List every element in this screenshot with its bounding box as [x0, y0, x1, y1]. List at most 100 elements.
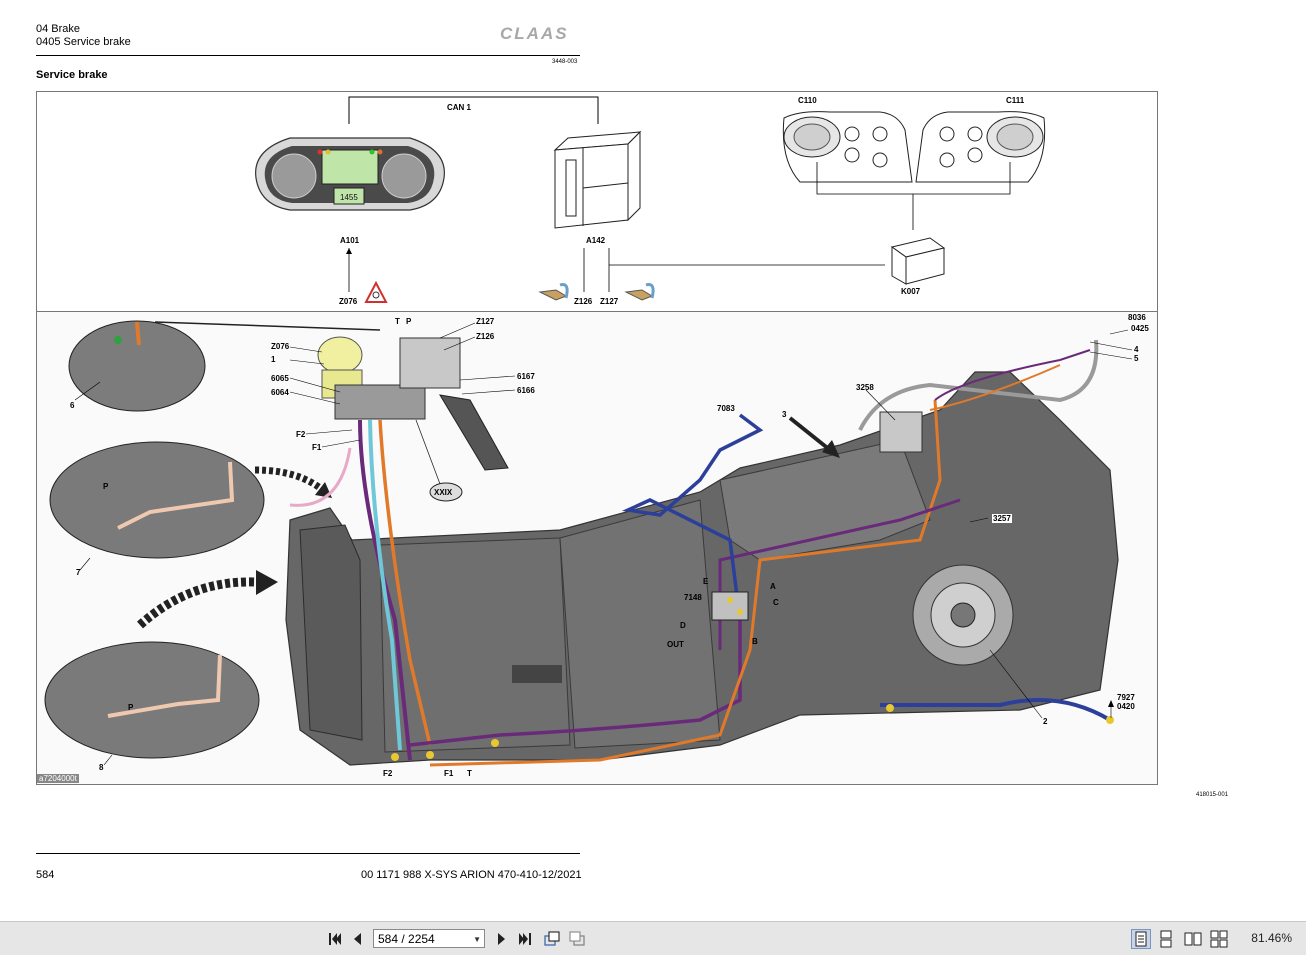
page-field-text: 584 / 2254 [378, 932, 435, 946]
label-7927: 7927 [1117, 693, 1135, 702]
claas-logo: CLAAS [500, 24, 569, 43]
detail-ellipse-6 [68, 320, 206, 412]
label-z127-b: Z127 [476, 317, 495, 326]
instrument-code: 1455 [340, 193, 358, 202]
label-8: 8 [99, 763, 104, 772]
first-page-button[interactable] [326, 930, 344, 948]
doc-info: 00 1171 988 X-SYS ARION 470-410-12/2021 [361, 869, 582, 881]
label-z127: Z127 [600, 297, 619, 306]
doc-ref: 3448-003 [552, 59, 578, 65]
label-6: 6 [70, 401, 75, 410]
viewer-toolbar: 584 / 2254 ▼ 81.46% [0, 921, 1306, 955]
label-b: B [752, 637, 758, 646]
label-7083: 7083 [717, 404, 735, 413]
label-3258: 3258 [856, 383, 874, 392]
label-3: 3 [782, 410, 787, 419]
last-page-button[interactable] [516, 930, 534, 948]
brake-warning-icon [364, 280, 388, 303]
go-back-icon [544, 931, 560, 946]
label-p-8: P [128, 703, 134, 712]
label-6065: 6065 [271, 374, 289, 383]
label-z126: Z126 [574, 297, 593, 306]
label-a: A [770, 582, 776, 591]
label-8036: 8036 [1128, 313, 1146, 322]
label-z076: Z076 [339, 297, 358, 306]
label-4: 4 [1134, 345, 1139, 354]
label-c111: C111 [1006, 96, 1025, 105]
facing-pages-icon [1184, 932, 1202, 946]
detail-ellipse-8 [44, 641, 260, 759]
control-unit-a142 [553, 130, 642, 229]
image-id: a7204000t [37, 774, 79, 783]
instrument-cluster [255, 137, 445, 211]
next-page-button[interactable] [492, 930, 510, 948]
page-title: Service brake [36, 69, 108, 81]
go-forward-button[interactable] [568, 930, 586, 948]
label-6167: 6167 [517, 372, 535, 381]
first-page-icon [329, 933, 341, 945]
continuous-view-button[interactable] [1157, 930, 1175, 948]
section-title: 0405 Service brake [36, 36, 131, 48]
single-page-icon [1135, 931, 1147, 947]
label-t-bottom: T [467, 769, 472, 778]
header-rule [36, 55, 580, 56]
label-7148: 7148 [684, 593, 702, 602]
relay-k007 [890, 237, 946, 285]
footer-rule [36, 853, 580, 854]
can-label: CAN 1 [447, 103, 472, 112]
label-t: T [395, 317, 400, 326]
label-f1-bottom: F1 [444, 769, 454, 778]
label-p-7: P [103, 482, 109, 491]
label-xxix: XXIX [434, 488, 453, 497]
label-f2: F2 [296, 430, 306, 439]
label-f1: F1 [312, 443, 322, 452]
label-k007: K007 [901, 287, 921, 296]
single-page-view-button[interactable] [1131, 929, 1151, 949]
facing-view-button[interactable] [1184, 930, 1202, 948]
label-a101: A101 [340, 236, 360, 245]
label-d: D [680, 621, 686, 630]
brake-pedal-icon-left [538, 283, 569, 301]
label-e: E [703, 577, 709, 586]
master-cylinder-assembly [317, 336, 509, 471]
label-p: P [406, 317, 412, 326]
next-page-icon [498, 933, 505, 945]
go-back-button[interactable] [543, 930, 561, 948]
can-bus-line [348, 96, 599, 124]
label-6166: 6166 [517, 386, 535, 395]
previous-page-button[interactable] [349, 930, 367, 948]
label-3257: 3257 [992, 514, 1012, 523]
figure-ref: 418015-001 [1196, 792, 1229, 798]
brake-pedal-icon-right [624, 283, 655, 301]
label-a142: A142 [586, 236, 606, 245]
label-z076-b: Z076 [271, 342, 290, 351]
detail-ellipse-7 [49, 441, 265, 559]
chapter-title: 04 Brake [36, 23, 81, 35]
go-forward-icon [569, 931, 585, 946]
label-2: 2 [1043, 717, 1048, 726]
label-0420: 0420 [1117, 702, 1135, 711]
label-c: C [773, 598, 779, 607]
label-1: 1 [271, 355, 276, 364]
label-7: 7 [76, 568, 81, 577]
zoom-level[interactable]: 81.46% [1251, 931, 1292, 945]
brake-light-panel-c110 [782, 111, 913, 183]
continuous-facing-view-button[interactable] [1210, 930, 1228, 948]
page-dropdown-icon[interactable]: ▼ [473, 935, 481, 944]
valve-7148 [711, 591, 749, 621]
label-out: OUT [667, 640, 684, 649]
continuous-page-icon [1160, 930, 1172, 948]
document-page: 04 Brake 0405 Service brake CLAAS 3448-0… [0, 0, 1306, 921]
label-c110: C110 [798, 96, 817, 105]
label-0425: 0425 [1131, 324, 1149, 333]
label-f2-bottom: F2 [383, 769, 393, 778]
sensor-3258 [879, 411, 923, 453]
transmission-housing [285, 371, 1119, 766]
diagram-graphics [44, 96, 1133, 767]
page-number-field[interactable]: 584 / 2254 ▼ [373, 929, 485, 948]
label-6064: 6064 [271, 388, 289, 397]
label-5: 5 [1134, 354, 1139, 363]
page-number: 584 [36, 869, 55, 881]
continuous-facing-icon [1210, 930, 1228, 948]
label-z126-b: Z126 [476, 332, 495, 341]
